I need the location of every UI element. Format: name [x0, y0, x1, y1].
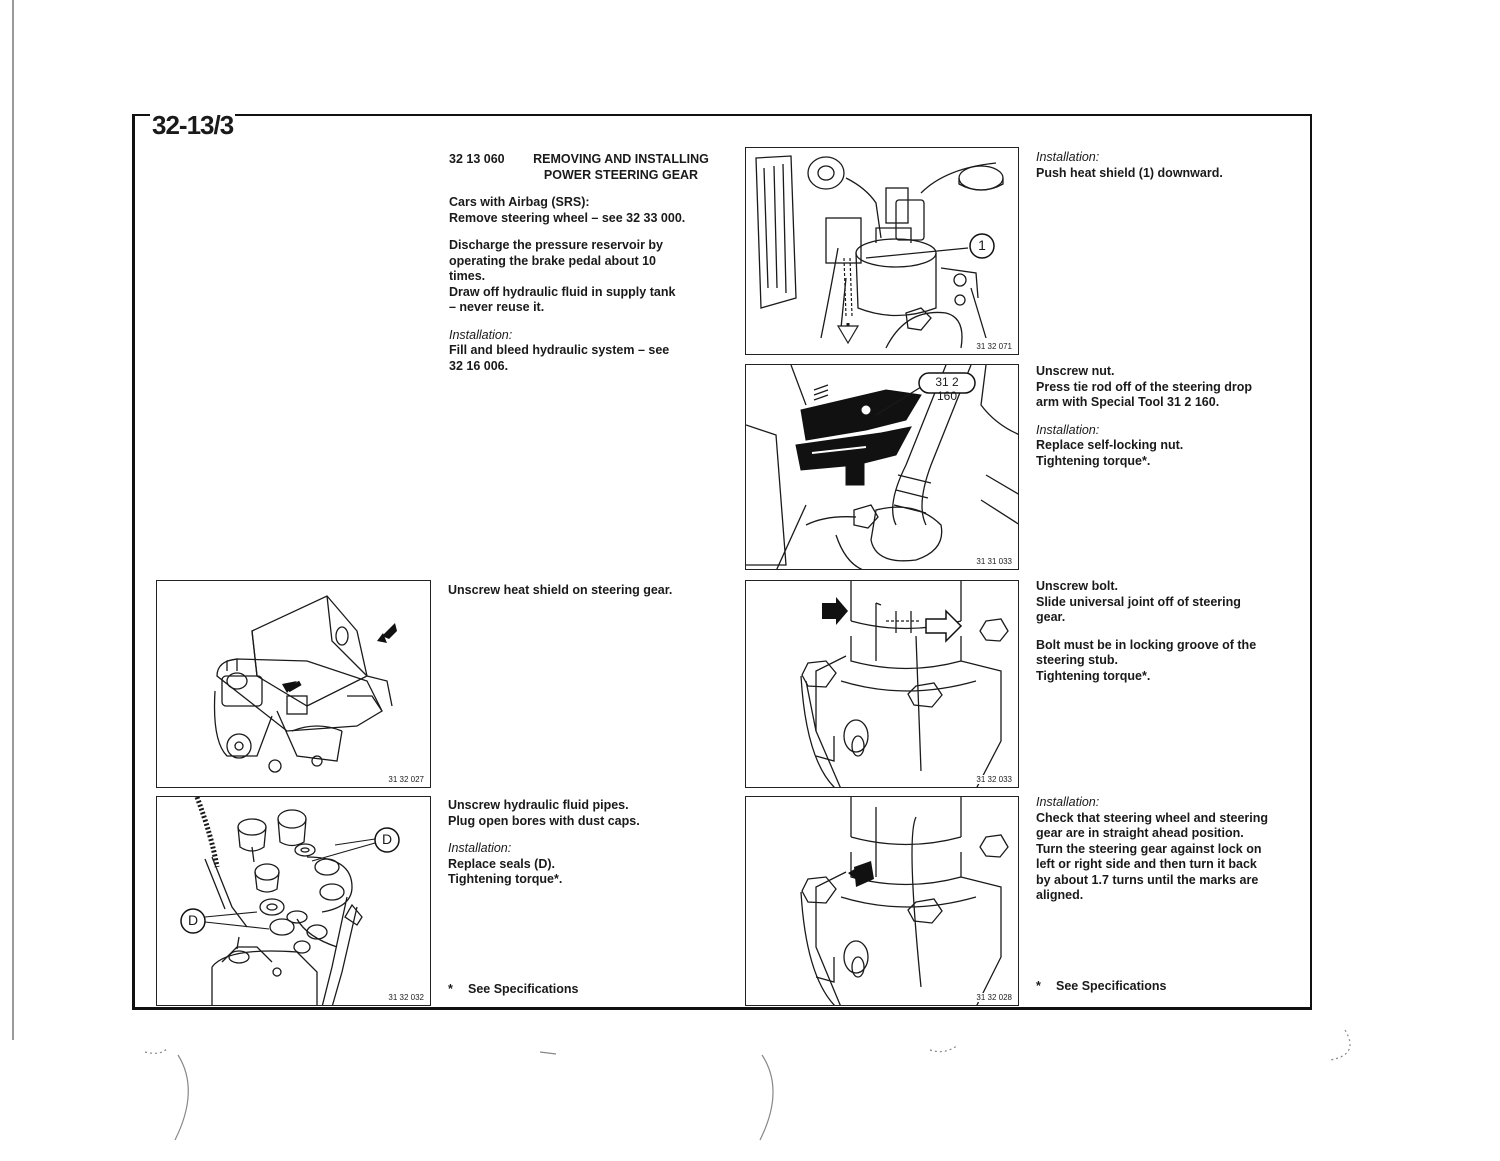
page-number: 32-13/3: [150, 110, 236, 141]
fluid-pipes-line1: Unscrew hydraulic fluid pipes.: [448, 798, 629, 812]
figure-code: 31 32 028: [975, 993, 1013, 1002]
unscrew-heat-shield-instruction: Unscrew heat shield on steering gear.: [448, 583, 673, 597]
step-fluid-pipes-text: Unscrew hydraulic fluid pipes. Plug open…: [448, 798, 733, 888]
footnote-right: * See Specifications: [1036, 979, 1166, 993]
fluid-pipes-line2: Plug open bores with dust caps.: [448, 813, 640, 828]
figure-universal-joint: 31 32 033: [745, 580, 1019, 788]
universal-joint-illustration: [800, 581, 1009, 787]
installation-label: Installation:: [1036, 422, 1100, 437]
discharge-line3: times.: [449, 269, 486, 283]
binder-edge-line: [12, 0, 14, 1040]
figure-tie-rod: 31 2 160 31 31 033: [745, 364, 1019, 570]
step-heat-shield-text: Installation: Push heat shield (1) downw…: [1036, 150, 1301, 181]
callout-1: 1: [978, 237, 986, 253]
scan-artifacts: [144, 1030, 1351, 1141]
airbag-step: Remove steering wheel – see 32 33 000.: [449, 210, 686, 225]
procedure-title-line1: REMOVING AND INSTALLING: [533, 152, 709, 166]
step-universal-joint-text: Unscrew bolt. Slide universal joint off …: [1036, 579, 1301, 684]
tie-rod-install-line2: Tightening torque*.: [1036, 453, 1151, 468]
footnote-left: * See Specifications: [448, 982, 578, 996]
fluid-pipes-install-line2: Tightening torque*.: [448, 872, 563, 886]
procedure-heading: 32 13 060 REMOVING AND INSTALLING POWER …: [449, 152, 734, 183]
step-unscrew-heat-shield-text: Unscrew heat shield on steering gear.: [448, 583, 733, 599]
step-straight-ahead-text: Installation: Check that steering wheel …: [1036, 795, 1306, 904]
figure-code: 31 32 033: [975, 775, 1013, 784]
fluid-pipes-install-line1: Replace seals (D).: [448, 856, 555, 871]
tie-rod-line1: Unscrew nut.: [1036, 364, 1115, 378]
marks-aligned-illustration: [800, 797, 1009, 1005]
install-line2: 32 16 006.: [449, 358, 509, 373]
callout-d-left: D: [187, 912, 199, 928]
straight-ahead-line3: Turn the steering gear against lock on: [1036, 841, 1262, 856]
footnote-marker: *: [448, 982, 453, 996]
callout-special-tool: 31 2 160: [935, 375, 959, 403]
installation-label: Installation:: [448, 841, 512, 855]
universal-joint-note1: Bolt must be in locking groove of the: [1036, 637, 1257, 652]
step-tie-rod-text: Unscrew nut. Press tie rod off of the st…: [1036, 364, 1301, 469]
page-frame: [132, 114, 1312, 1010]
procedure-title: REMOVING AND INSTALLING POWER STEERING G…: [521, 152, 721, 183]
discharge-line1: Discharge the pressure reservoir by: [449, 238, 663, 252]
installation-label: Installation:: [1036, 150, 1100, 164]
heat-shield-illustration: [755, 155, 1004, 349]
straight-ahead-line1: Check that steering wheel and steering: [1036, 810, 1269, 825]
heat-shield-instruction: Push heat shield (1) downward.: [1036, 165, 1223, 180]
discharge-line2: operating the brake pedal about 10: [449, 253, 656, 268]
tie-rod-line2: Press tie rod off of the steering drop: [1036, 379, 1252, 394]
procedure-intro: 32 13 060 REMOVING AND INSTALLING POWER …: [449, 152, 734, 374]
gear-heat-shield-illustration: [213, 595, 397, 773]
installation-label: Installation:: [1036, 795, 1100, 809]
footnote-text: See Specifications: [1056, 979, 1167, 993]
straight-ahead-line4: left or right side and then turn it back: [1036, 857, 1257, 871]
installation-label: Installation:: [449, 327, 513, 342]
tie-rod-illustration: [746, 365, 1018, 569]
fluid-pipes-illustration: [180, 797, 400, 1005]
drain-line1: Draw off hydraulic fluid in supply tank: [449, 284, 676, 299]
straight-ahead-line2: gear are in straight ahead position.: [1036, 826, 1244, 840]
figure-code: 31 32 027: [387, 775, 425, 784]
figure-gear-heat-shield: 31 32 027: [156, 580, 431, 788]
callout-d-top: D: [381, 831, 393, 847]
footnote-marker: *: [1036, 979, 1041, 993]
procedure-number: 32 13 060: [449, 152, 505, 166]
install-line1: Fill and bleed hydraulic system – see: [449, 343, 670, 357]
universal-joint-line1: Unscrew bolt.: [1036, 579, 1118, 593]
straight-ahead-line5: by about 1.7 turns until the marks are: [1036, 872, 1259, 887]
figure-heat-shield: 1 31 32 071: [745, 147, 1019, 355]
universal-joint-line3: gear.: [1036, 610, 1066, 624]
figure-code: 31 31 033: [975, 557, 1013, 566]
airbag-heading: Cars with Airbag (SRS):: [449, 195, 590, 209]
figure-code: 31 32 071: [975, 342, 1013, 351]
straight-ahead-line6: aligned.: [1036, 888, 1084, 902]
tie-rod-install-line1: Replace self-locking nut.: [1036, 438, 1184, 452]
figure-code: 31 32 032: [387, 993, 425, 1002]
universal-joint-note2: steering stub.: [1036, 653, 1118, 667]
universal-joint-note3: Tightening torque*.: [1036, 668, 1151, 683]
figure-marks-aligned: 31 32 028: [745, 796, 1019, 1006]
tie-rod-line3: arm with Special Tool 31 2 160.: [1036, 395, 1220, 409]
procedure-title-line2: POWER STEERING GEAR: [543, 167, 699, 182]
drain-line2: – never reuse it.: [449, 300, 545, 314]
figure-fluid-pipes: D D 31 32 032: [156, 796, 431, 1006]
universal-joint-line2: Slide universal joint off of steering: [1036, 594, 1241, 609]
footnote-text: See Specifications: [468, 982, 579, 996]
